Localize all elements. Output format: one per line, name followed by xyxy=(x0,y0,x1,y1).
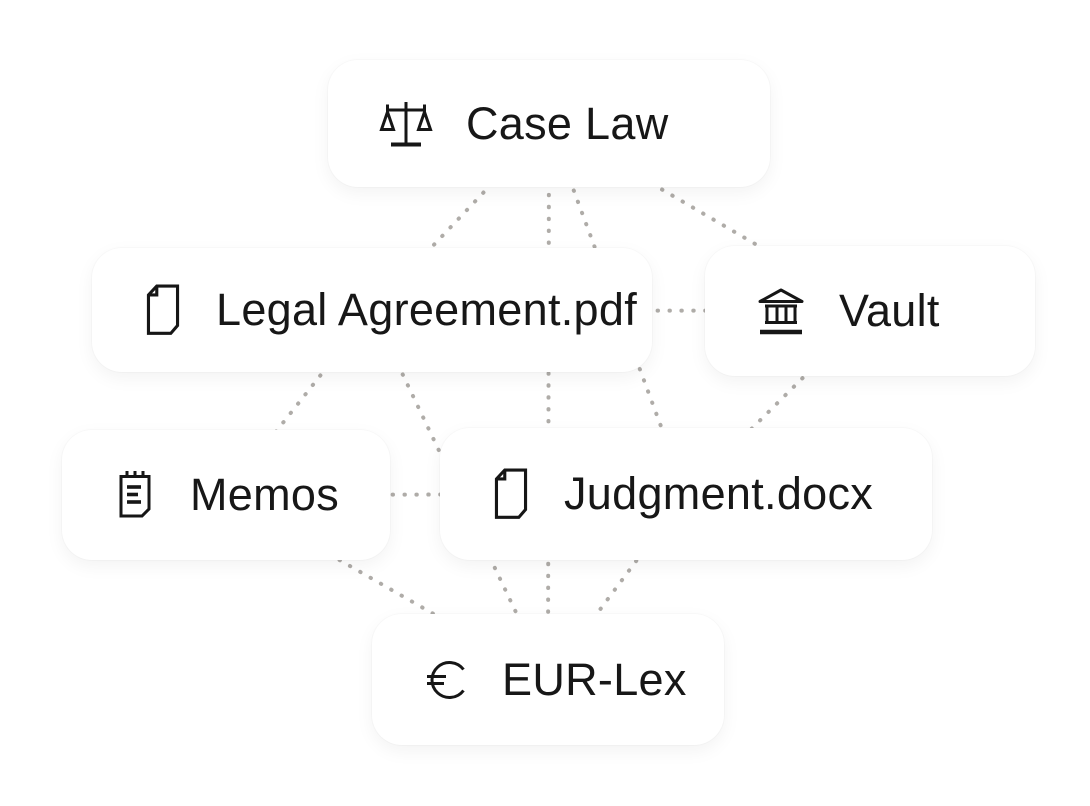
node-label: Judgment.docx xyxy=(564,468,874,519)
connector-case-law-eur-lex xyxy=(546,121,551,682)
scales-icon xyxy=(378,97,434,151)
node-eur-lex[interactable]: EUR-Lex xyxy=(372,614,724,745)
connector-legal-agreement-memos xyxy=(224,308,374,497)
node-label: EUR-Lex xyxy=(502,653,687,705)
node-memos[interactable]: Memos xyxy=(62,430,390,560)
node-label: Case Law xyxy=(466,97,669,149)
bank-icon xyxy=(755,285,807,337)
euro-icon xyxy=(422,655,470,705)
node-label: Vault xyxy=(839,285,940,336)
node-label: Legal Agreement.pdf xyxy=(216,284,638,335)
document-icon xyxy=(490,467,532,521)
node-label: Memos xyxy=(190,469,340,520)
node-vault[interactable]: Vault xyxy=(705,246,1035,376)
node-legal-agreement[interactable]: Legal Agreement.pdf xyxy=(92,248,652,372)
node-judgment[interactable]: Judgment.docx xyxy=(440,428,932,560)
node-case-law[interactable]: Case Law xyxy=(328,60,770,187)
notepad-icon xyxy=(112,468,158,522)
document-icon xyxy=(142,283,184,337)
